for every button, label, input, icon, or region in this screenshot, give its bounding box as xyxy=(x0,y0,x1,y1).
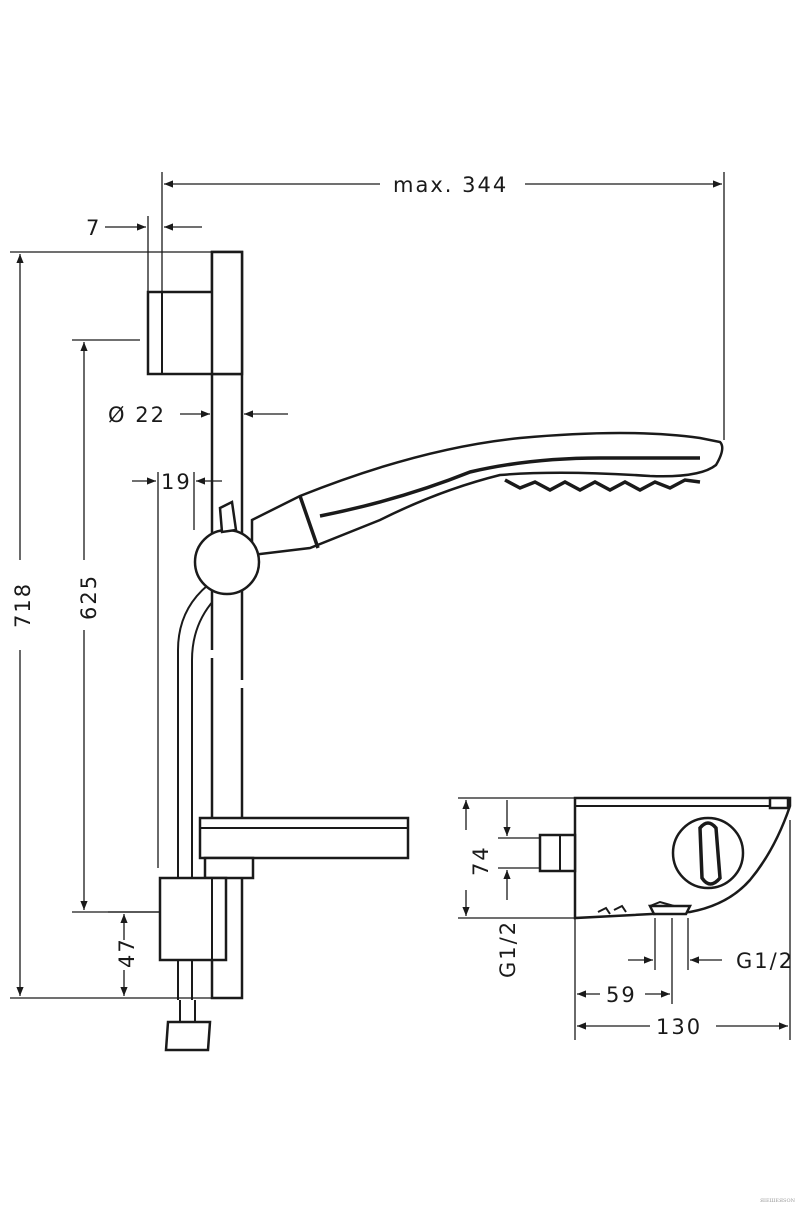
watermark: ЯIЕШЕЯSОN xyxy=(760,1198,796,1204)
top-bracket-cap xyxy=(210,250,244,376)
hose-connection-nut xyxy=(164,1020,212,1052)
rail-gap-mark-1 xyxy=(205,650,217,658)
dimension-rail-diameter: Ø 22 xyxy=(108,403,166,427)
hand-shower-body xyxy=(250,431,724,557)
wall-inlet-stub xyxy=(538,833,577,873)
shower-hose xyxy=(177,584,209,1000)
soap-dish-holder xyxy=(203,856,255,880)
thermostat-knob xyxy=(671,816,745,890)
dimension-inlet-thread-left: G1/2 xyxy=(496,920,520,978)
dimension-max-width: max. 344 xyxy=(393,173,508,197)
hand-shower-grip xyxy=(298,456,700,549)
rail-gap-mark-2 xyxy=(237,680,249,688)
rail-dimensions: max. 344 7 718 625 Ø 22 19 47 xyxy=(10,172,725,999)
slider-knob xyxy=(193,528,261,596)
shower-hose-inner xyxy=(191,599,215,1000)
bottom-wall-bracket xyxy=(158,876,228,962)
soap-dish xyxy=(198,816,410,860)
dimension-total-height: 718 xyxy=(11,582,35,628)
slider-lever xyxy=(218,500,238,534)
shower-rail-set xyxy=(146,250,724,1052)
dimension-thermostat-height: 74 xyxy=(469,845,493,876)
thermostat xyxy=(538,796,792,920)
dimension-rail-length: 625 xyxy=(77,574,101,620)
outlet-bumps xyxy=(597,900,675,915)
dimension-wall-offset: 19 xyxy=(161,470,192,494)
dimension-outlet-distance: 59 xyxy=(606,983,637,1007)
outlet-connector xyxy=(647,904,693,916)
spray-face xyxy=(504,478,701,492)
dimension-outlet-thread-right: G1/2 xyxy=(736,949,794,973)
dimension-mount-offset: 7 xyxy=(86,216,101,240)
shelf-end-cap xyxy=(768,796,790,810)
thermostat-dimensions: 74 G1/2 G1/2 59 130 xyxy=(458,797,794,1040)
knob-handle-icon xyxy=(698,821,722,886)
dimension-bottom-offset: 47 xyxy=(115,937,139,968)
dimension-thermostat-width: 130 xyxy=(656,1015,702,1039)
